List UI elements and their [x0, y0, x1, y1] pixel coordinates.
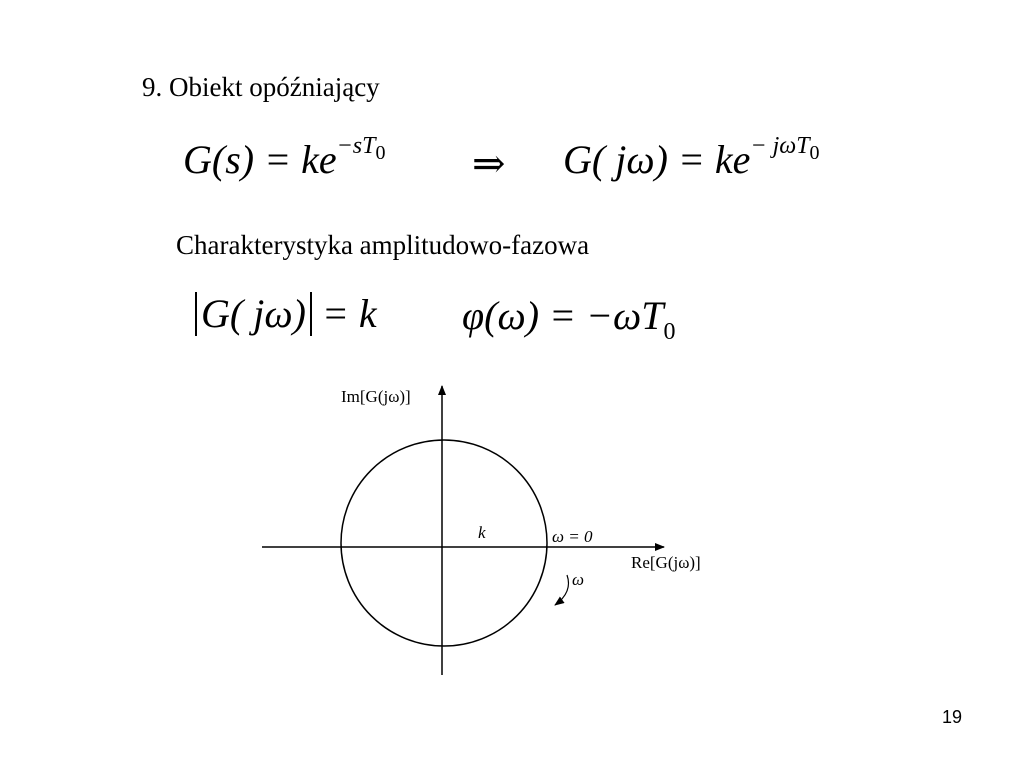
real-axis-label: Re[G(jω)]: [631, 553, 701, 572]
phase-equation: φ(ω) = −ωT0: [462, 293, 675, 345]
frequency-response-rhs: G( jω) = ke: [563, 137, 751, 182]
page-number: 19: [942, 707, 963, 727]
section-subtitle: Charakterystyka amplitudowo-fazowa: [176, 230, 590, 260]
absolute-value-bars: G( jω): [195, 292, 312, 336]
frequency-response-equation: G( jω) = ke− jωT0: [563, 134, 820, 182]
direction-label: ω: [572, 570, 585, 589]
frequency-response-exponent: − jωT: [750, 133, 810, 159]
phase-expression: φ(ω) = −ωT: [462, 293, 664, 338]
implies-arrow: ⇒: [472, 141, 506, 186]
transfer-function-lhs-exponent: −sT: [336, 133, 376, 159]
phase-subscript: 0: [663, 319, 676, 345]
magnitude-equation: G( jω) = k: [195, 292, 377, 336]
magnitude-inner: G( jω): [201, 291, 306, 336]
direction-arrow: [554, 574, 570, 606]
frequency-response-exponent-sub: 0: [809, 142, 820, 164]
magnitude-rhs: = k: [321, 291, 377, 336]
slide-title: 9. Obiekt opóźniający: [142, 72, 380, 102]
start-point-label: ω = 0: [552, 527, 593, 546]
transfer-function-lhs: G(s) = ke: [183, 137, 337, 182]
radius-label: k: [478, 523, 486, 542]
transfer-function-equation: G(s) = ke−sT0: [183, 134, 386, 182]
imaginary-axis-label: Im[G(jω)]: [341, 387, 411, 406]
transfer-function-lhs-exponent-sub: 0: [375, 142, 386, 164]
unit-circle-locus: [340, 439, 548, 647]
